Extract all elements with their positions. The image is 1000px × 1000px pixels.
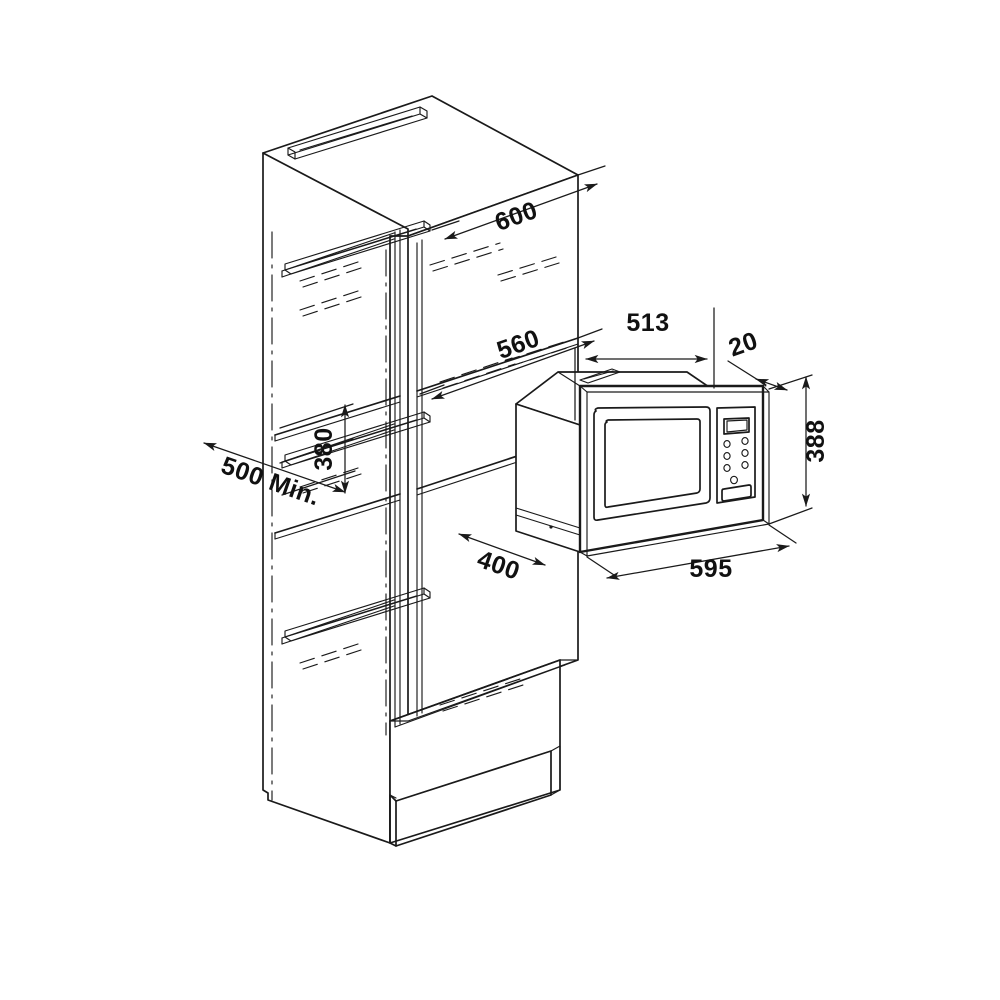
dimension-388-label: 388 xyxy=(802,419,830,462)
dimension-513: 513 xyxy=(574,307,715,421)
dimension-388: 388 xyxy=(768,374,830,525)
dimension-595-label: 595 xyxy=(689,555,732,583)
cabinet-top-rail xyxy=(287,106,428,160)
cabinet-center-lines xyxy=(271,231,387,801)
dimension-595: 595 xyxy=(586,524,797,583)
microwave-faceplate xyxy=(578,384,770,557)
cabinet-carcass xyxy=(262,95,579,847)
microwave-side-panel xyxy=(515,403,581,553)
microwave-button-column-right[interactable] xyxy=(741,437,749,469)
microwave-door-window xyxy=(604,418,701,509)
cabinet-shelf-upper xyxy=(281,220,560,317)
dimension-20-label: 20 xyxy=(725,326,762,362)
microwave-display xyxy=(723,417,750,435)
cabinet-interior-divider xyxy=(394,229,423,728)
microwave-button-column-left[interactable] xyxy=(723,440,731,472)
microwave-oven xyxy=(515,368,770,557)
dimension-380-label: 380 xyxy=(310,427,338,470)
cabinet-shelf-bottom xyxy=(281,587,566,728)
microwave-start-button[interactable] xyxy=(721,484,752,502)
microwave-control-panel xyxy=(716,406,756,504)
microwave-door-frame xyxy=(593,406,711,522)
dimension-20: 20 xyxy=(725,326,788,391)
dimension-513-label: 513 xyxy=(626,309,669,337)
microwave-knob[interactable] xyxy=(730,475,738,485)
cabinet-plinth xyxy=(389,745,561,847)
